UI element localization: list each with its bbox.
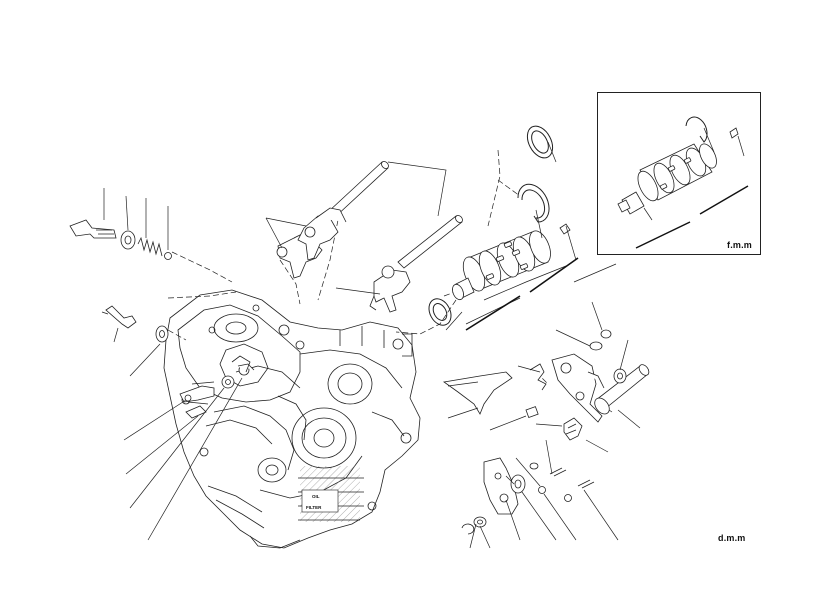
selector-forks [276,207,411,313]
crankcase: OIL FILTER [163,289,421,549]
main-diagram-label: d.m.m [718,533,746,543]
neutral-switch [101,305,169,343]
inset-frame [597,92,761,255]
callout-lines [103,141,641,549]
fork-shafts [327,161,463,269]
gear-shift-mechanism [442,329,650,535]
inset-callouts [643,127,745,221]
stopper-lever-group [179,355,255,419]
inset-drum-assembly [617,116,739,215]
inset-reference-bars [635,185,749,249]
dowel-pin [559,223,571,235]
gear-selector-drum [452,230,551,301]
inset-label: f.m.m [727,240,753,250]
oil-marking: OIL [312,494,320,499]
drum-rings [428,125,554,326]
reference-bars [465,257,579,331]
detent-plunger-set [69,219,172,260]
filter-marking: FILTER [306,505,322,510]
